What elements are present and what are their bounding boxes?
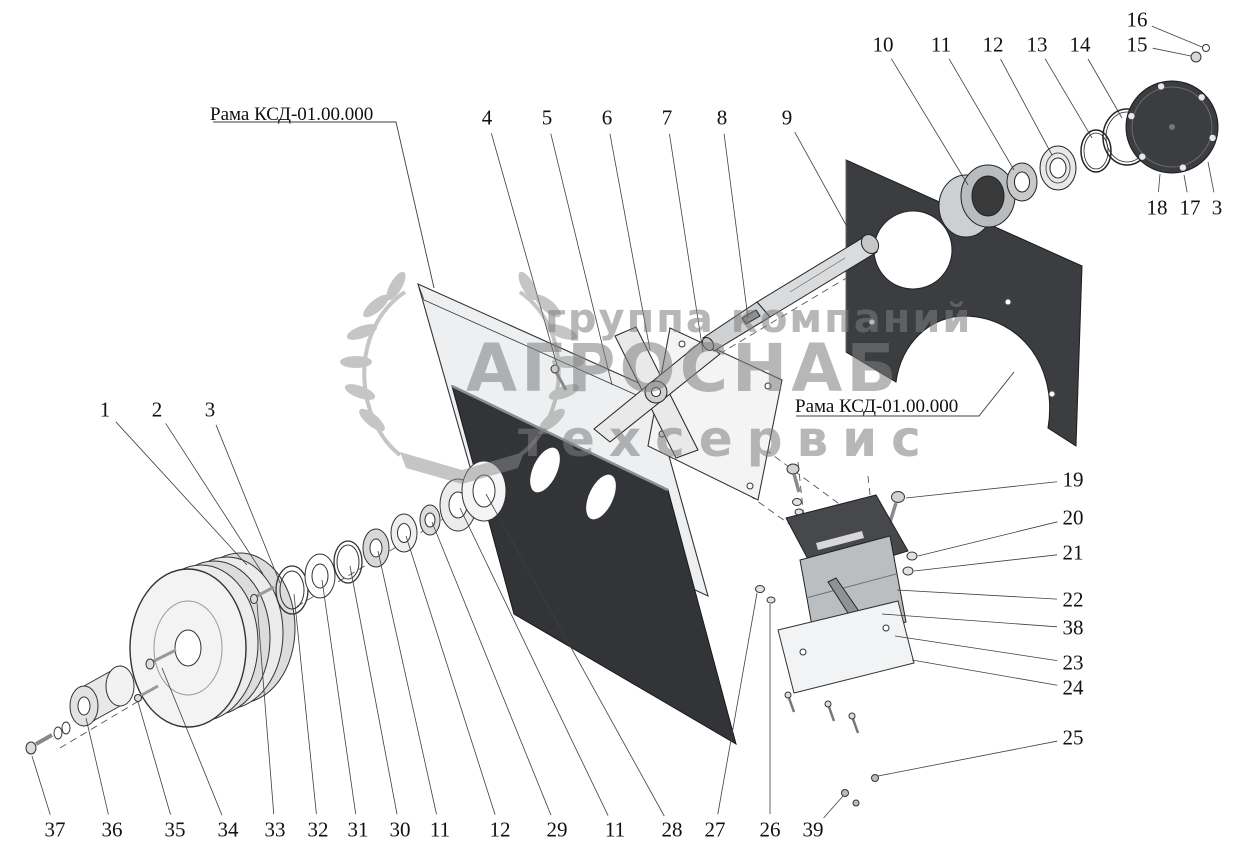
callout-number-39: 39 <box>802 817 824 842</box>
callout-number-29: 29 <box>546 817 568 842</box>
callout-number-11: 11 <box>429 817 451 842</box>
callout-number-11: 11 <box>930 32 952 57</box>
shaft-pin <box>741 309 761 325</box>
callout-number-10: 10 <box>872 32 894 57</box>
callout-number-22: 22 <box>1062 587 1084 612</box>
frame-label-1: Рама КСД-01.00.000 <box>210 104 374 125</box>
callout-number-32: 32 <box>307 817 329 842</box>
callout-number-34: 34 <box>217 817 239 842</box>
callout-number-14: 14 <box>1069 32 1091 57</box>
ball-bearing <box>1039 145 1077 191</box>
callout-number-12: 12 <box>982 32 1004 57</box>
bearing-ring <box>1006 162 1038 202</box>
o-ring <box>1080 129 1112 173</box>
callout-number-31: 31 <box>347 817 369 842</box>
callout-number-20: 20 <box>1062 505 1084 530</box>
drive-shaft <box>701 234 880 352</box>
callout-number-5: 5 <box>541 105 553 130</box>
callout-number-6: 6 <box>601 105 613 130</box>
callout-number-2: 2 <box>151 397 163 422</box>
callout-number-4: 4 <box>481 105 493 130</box>
callout-number-12: 12 <box>489 817 511 842</box>
callout-number-3: 3 <box>1211 195 1223 220</box>
hub-bolt <box>25 721 71 755</box>
callout-number-18: 18 <box>1146 195 1168 220</box>
callout-number-27: 27 <box>704 817 726 842</box>
callout-number-1: 1 <box>99 397 111 422</box>
frame-plate-dark <box>451 384 737 746</box>
watermark-wreath-icon <box>340 271 584 484</box>
callout-number-28: 28 <box>661 817 683 842</box>
callout-number-21: 21 <box>1062 540 1084 565</box>
bearing-housing <box>938 164 1016 238</box>
callout-number-26: 26 <box>759 817 781 842</box>
callout-number-38: 38 <box>1062 615 1084 640</box>
pulley <box>129 552 296 728</box>
pulley-bolts <box>134 585 275 702</box>
callout-number-3: 3 <box>204 397 216 422</box>
callout-number-35: 35 <box>164 817 186 842</box>
callout-number-8: 8 <box>716 105 728 130</box>
callout-number-19: 19 <box>1062 467 1084 492</box>
callout-number-37: 37 <box>44 817 66 842</box>
frame-label-leaders <box>213 121 1015 417</box>
bracket-assembly <box>755 463 918 807</box>
pulley-hub <box>69 665 135 727</box>
cover-bolt <box>1190 44 1210 63</box>
callout-number-36: 36 <box>101 817 123 842</box>
callout-number-33: 33 <box>264 817 286 842</box>
callout-number-13: 13 <box>1026 32 1048 57</box>
callout-number-9: 9 <box>781 105 793 130</box>
callout-number-23: 23 <box>1062 650 1084 675</box>
callout-number-11: 11 <box>604 817 626 842</box>
callout-number-17: 17 <box>1179 195 1201 220</box>
callout-leader-lines <box>31 25 1215 819</box>
washer-bearing-stack <box>275 460 507 615</box>
callout-number-16: 16 <box>1126 7 1148 32</box>
callout-number-7: 7 <box>661 105 673 130</box>
callout-number-24: 24 <box>1062 675 1084 700</box>
frame-label-2: Рама КСД-01.00.000 <box>795 396 959 417</box>
frame-plate-right <box>845 159 1083 447</box>
callout-number-25: 25 <box>1062 725 1084 750</box>
callout-number-30: 30 <box>389 817 411 842</box>
bearing-cover <box>1125 80 1219 174</box>
callout-number-15: 15 <box>1126 32 1148 57</box>
